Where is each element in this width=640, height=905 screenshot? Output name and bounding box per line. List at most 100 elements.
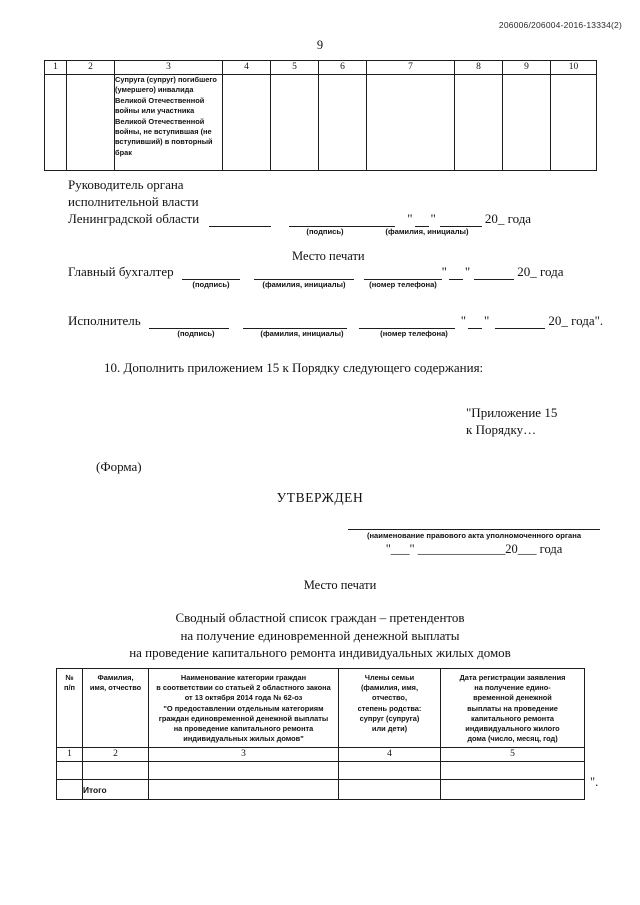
head-line-3: Ленинградской области	[68, 211, 200, 226]
cell-category-description: Супруга (супруг) погибшего (умершего) ин…	[114, 74, 223, 171]
cell-empty	[440, 761, 585, 781]
top-table-number-row: 1 2 3 4 5 6 7 8 9 10	[44, 60, 597, 75]
caption-phone: (номер телефона)	[369, 280, 437, 289]
phone-rule[interactable]	[363, 266, 442, 280]
header-fullname: Фамилия,имя, отчество	[82, 667, 149, 749]
cell-empty	[148, 761, 339, 781]
name-rule[interactable]	[242, 315, 347, 329]
top-col-num: 10	[550, 60, 597, 75]
caption-name: (фамилия, инициалы)	[262, 280, 346, 289]
top-col-num: 4	[222, 60, 271, 75]
signature-rule[interactable]	[181, 266, 240, 280]
approved-authority-block: (наименование правового акта уполномочен…	[348, 528, 600, 557]
executor-label: Исполнитель	[68, 313, 141, 328]
caption-name: (фамилия, инициалы)	[385, 227, 469, 236]
approved-date-line[interactable]: "___" ______________20___ года	[385, 542, 563, 556]
annex-line-1: "Приложение 15	[466, 405, 558, 420]
top-col-num: 3	[114, 60, 223, 75]
cell-empty	[148, 779, 339, 801]
signature-rule[interactable]	[209, 213, 272, 227]
month-rule[interactable]	[439, 213, 482, 227]
quote-close: "	[484, 313, 490, 328]
registry-number-row: 1 2 3 4 5	[56, 747, 585, 763]
cell-empty	[338, 779, 441, 801]
top-col-num: 9	[502, 60, 551, 75]
top-col-num: 7	[366, 60, 455, 75]
page-number: 9	[316, 38, 324, 52]
quote-close: "	[464, 264, 471, 279]
col-num: 1	[56, 747, 83, 763]
cell-empty	[366, 74, 455, 171]
caption-signature: (подпись)	[192, 280, 230, 289]
cell-empty	[550, 74, 597, 171]
head-signature-row: Ленинградской области " " 20_ года	[68, 210, 531, 227]
executor-block: Исполнитель " " 20_ года". (подпись) (фа…	[68, 313, 603, 341]
top-col-num: 2	[66, 60, 115, 75]
total-label: Итого	[82, 779, 149, 801]
col-num: 4	[338, 747, 441, 763]
title-line-1: Сводный областной список граждан – прете…	[175, 610, 465, 625]
table-row-total: Итого	[56, 779, 585, 801]
table-row: Супруга (супруг) погибшего (умершего) ин…	[44, 74, 597, 171]
approved-rule[interactable]	[348, 528, 600, 530]
head-line-1: Руководитель органа	[68, 177, 184, 192]
document-code: 206006/206004-2016-13334(2)	[498, 20, 622, 30]
annex-line-2: к Порядку…	[466, 422, 537, 437]
approved-heading: УТВЕРЖДЕН	[276, 490, 364, 505]
cell-empty	[440, 779, 585, 801]
day-rule[interactable]	[414, 213, 429, 227]
accountant-row: Главный бухгалтер " " 20_ года	[68, 264, 564, 280]
caption-signature: (подпись)	[306, 227, 344, 236]
quote-open: "	[460, 313, 467, 328]
day-rule[interactable]	[448, 266, 463, 280]
title-line-2: на получение единовременной денежной вып…	[180, 627, 460, 643]
annex-reference: "Приложение 15 к Порядку…	[466, 404, 557, 438]
month-rule[interactable]	[474, 266, 515, 280]
name-rule[interactable]	[289, 213, 396, 227]
page-title: Сводный областной список граждан – прете…	[0, 609, 640, 662]
top-col-num: 5	[270, 60, 319, 75]
month-rule[interactable]	[495, 315, 546, 329]
quote-close: "	[430, 211, 436, 226]
cell-empty	[56, 761, 83, 781]
cell-empty	[502, 74, 551, 171]
accountant-label: Главный бухгалтер	[68, 264, 174, 279]
cell-empty	[66, 74, 115, 171]
phone-rule[interactable]	[358, 315, 455, 329]
closing-quote: ".	[590, 775, 599, 789]
top-col-num: 6	[318, 60, 367, 75]
form-label: (Форма)	[96, 459, 142, 474]
head-line-2: исполнительной власти	[68, 194, 199, 209]
header-family-members: Члены семьи(фамилия, имя,отчество,степен…	[338, 667, 441, 749]
approved-caption: (наименование правового акта уполномочен…	[366, 531, 582, 540]
paragraph-10: 10. Дополнить приложением 15 к Порядку с…	[104, 360, 484, 375]
cell-empty	[318, 74, 367, 171]
quote-open: "	[407, 211, 413, 226]
accountant-date-tail: 20_ года	[517, 264, 564, 279]
col-num: 2	[82, 747, 149, 763]
cell-empty	[44, 74, 67, 171]
cell-empty	[338, 761, 441, 781]
cell-empty	[82, 761, 149, 781]
cell-empty	[454, 74, 503, 171]
title-line-3: на проведение капитального ремонта индив…	[129, 645, 511, 660]
top-col-num: 8	[454, 60, 503, 75]
caption-phone: (номер телефона)	[380, 329, 448, 338]
cell-empty	[56, 779, 83, 801]
top-continuation-table: 1 2 3 4 5 6 7 8 9 10 Супруга (супруг) по…	[44, 60, 597, 171]
table-row	[56, 761, 585, 781]
day-rule[interactable]	[468, 315, 483, 329]
head-date-tail: 20_ года	[484, 211, 532, 226]
signature-rule[interactable]	[148, 315, 229, 329]
stamp-place-1: Место печати	[292, 249, 365, 263]
quote-open: "	[441, 264, 447, 279]
name-rule[interactable]	[253, 266, 354, 280]
caption-signature: (подпись)	[177, 329, 215, 338]
top-col-num: 1	[44, 60, 67, 75]
accountant-block: Главный бухгалтер " " 20_ года (подпись)…	[68, 264, 564, 292]
